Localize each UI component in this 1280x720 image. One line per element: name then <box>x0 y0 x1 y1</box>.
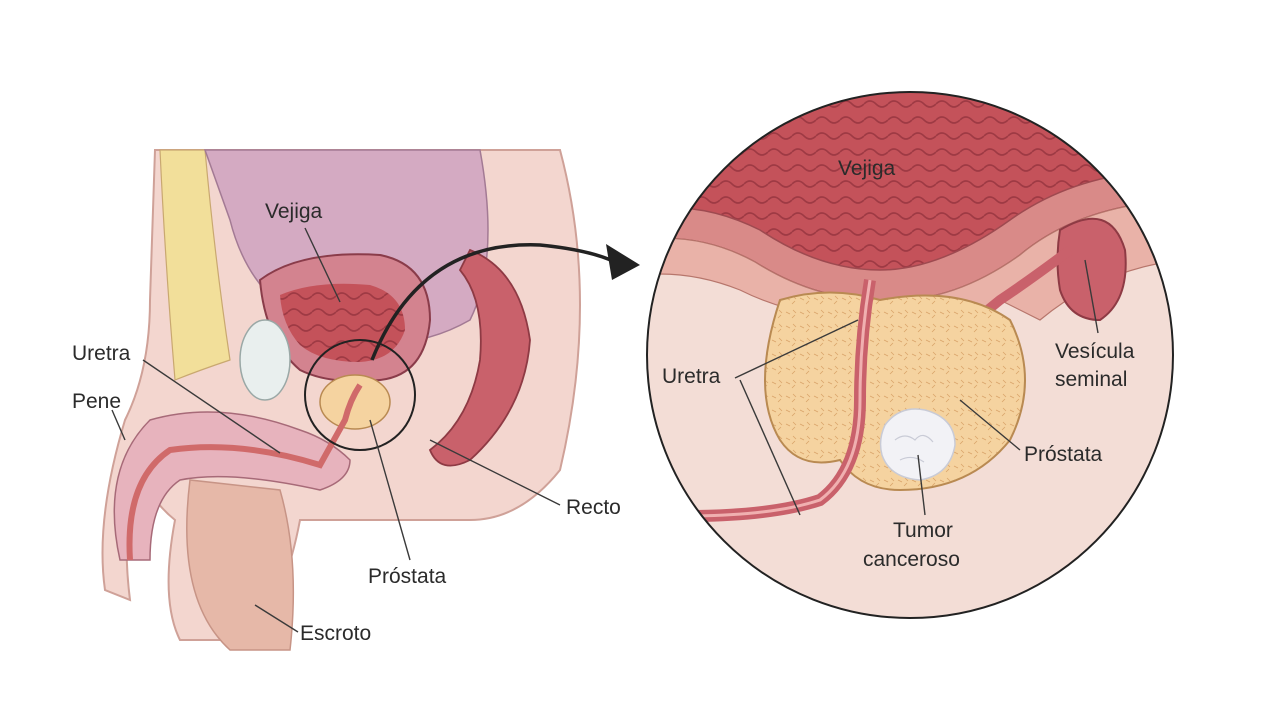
label-uretra-right: Uretra <box>662 365 721 388</box>
label-vejiga-right: Vejiga <box>838 157 896 180</box>
zoom-arrow-head <box>606 244 640 280</box>
left-leaders <box>111 227 561 633</box>
label-vesicula-line2: seminal <box>1055 368 1127 391</box>
label-uretra-left: Uretra <box>72 342 131 365</box>
magnified-outline <box>646 91 1174 619</box>
label-prostata-right: Próstata <box>1024 443 1103 466</box>
scrotum <box>186 479 295 651</box>
bladder-magnified <box>647 92 1173 270</box>
prostate-small <box>319 374 391 430</box>
seminal-vesicle <box>1056 217 1127 322</box>
label-recto: Recto <box>566 496 621 519</box>
prostate-large <box>764 291 1026 492</box>
right-leaders <box>734 259 1099 516</box>
tumor <box>879 408 956 481</box>
urethra-channel <box>126 383 363 561</box>
magnified-view <box>646 91 1174 619</box>
urethra-lumen <box>647 279 872 518</box>
abdominal-fat <box>159 149 231 381</box>
label-vesicula-line1: Vesícula <box>1055 340 1135 363</box>
pubic-bone <box>239 319 291 401</box>
zoom-circle <box>304 339 416 451</box>
label-tumor-line1: Tumor <box>893 519 953 542</box>
zoom-arrow <box>370 243 616 361</box>
rectum <box>428 248 531 467</box>
sagittal-view <box>101 149 640 651</box>
label-pene: Pene <box>72 390 121 413</box>
label-vejiga-left: Vejiga <box>265 200 323 223</box>
label-escroto: Escroto <box>300 622 371 645</box>
label-tumor-line2: canceroso <box>863 548 960 571</box>
label-prostata-left: Próstata <box>368 565 447 588</box>
